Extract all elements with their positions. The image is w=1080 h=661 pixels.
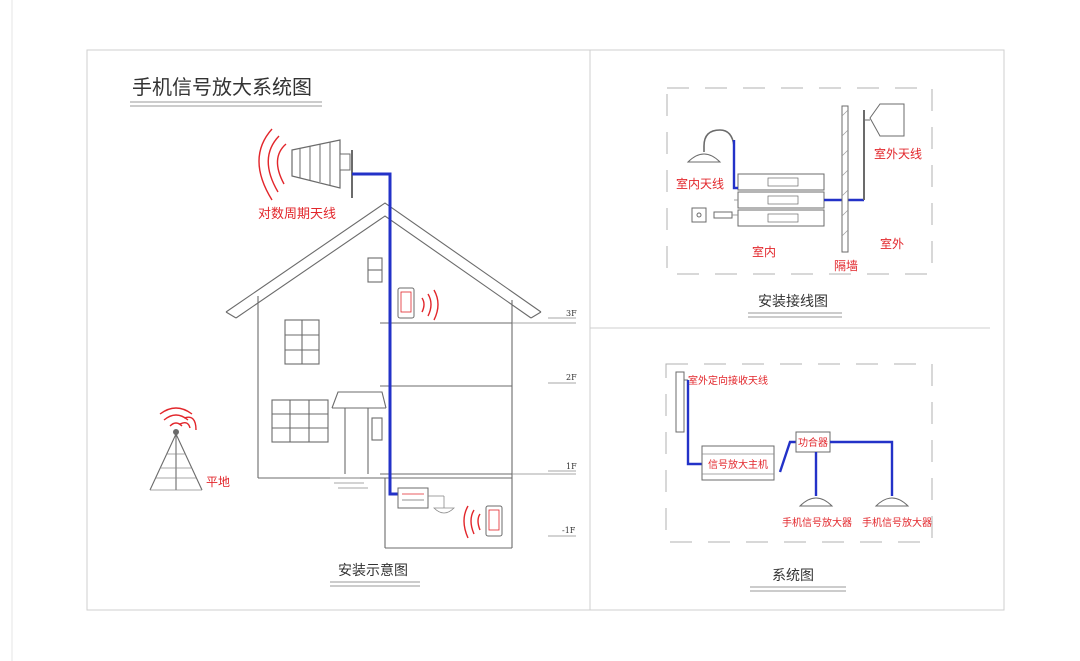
amplifier-right-label: 手机信号放大器: [862, 516, 932, 529]
ground-label: 平地: [206, 475, 230, 489]
floor-markers: 3F 2F 1F -1F: [512, 309, 577, 537]
phone-icon: [397, 287, 439, 321]
feeder-cable: [352, 172, 398, 496]
indoor-label: 室内: [752, 244, 776, 259]
outdoor-label: 室外: [880, 236, 904, 251]
log-periodic-antenna-label: 对数周期天线: [258, 207, 336, 222]
repeater-units: [734, 173, 830, 227]
ceiling-antenna-icon: [686, 129, 735, 163]
amplifier-left-label: 手机信号放大器: [782, 516, 852, 529]
floor-label-2f: 2F: [566, 373, 577, 382]
receiver-antenna-label: 室外定向接收天线: [688, 374, 768, 387]
diagram-title: 手机信号放大系统图: [132, 75, 312, 99]
power-socket-icon: [691, 207, 738, 223]
floor-label-b1f: -1F: [562, 526, 576, 535]
cell-tower-icon: [149, 407, 203, 491]
wiring-diagram-caption: 安装接线图: [758, 293, 828, 310]
install-diagram-caption: 安装示意图: [338, 562, 408, 579]
floor-label-3f: 3F: [566, 309, 577, 318]
wall-icon: [841, 105, 849, 253]
house-illustration: [225, 202, 542, 549]
phone-icon: [463, 505, 503, 539]
host-label: 信号放大主机: [708, 458, 768, 471]
splitter-label: 功合器: [798, 436, 828, 449]
system-diagram-caption: 系统图: [772, 568, 814, 584]
outdoor-antenna-icon: [864, 103, 905, 137]
amplifier-host-icon: [701, 445, 775, 481]
basement-repeater-icon: [397, 487, 455, 514]
wall-label: 隔墙: [834, 259, 858, 273]
indoor-antenna-label: 室内天线: [676, 176, 724, 191]
ceiling-antenna-icon: [798, 497, 910, 507]
floor-label-1f: 1F: [566, 462, 577, 471]
diagram-frame: [86, 49, 1005, 611]
outdoor-antenna-label: 室外天线: [874, 146, 922, 161]
log-periodic-antenna-icon: [258, 128, 353, 201]
